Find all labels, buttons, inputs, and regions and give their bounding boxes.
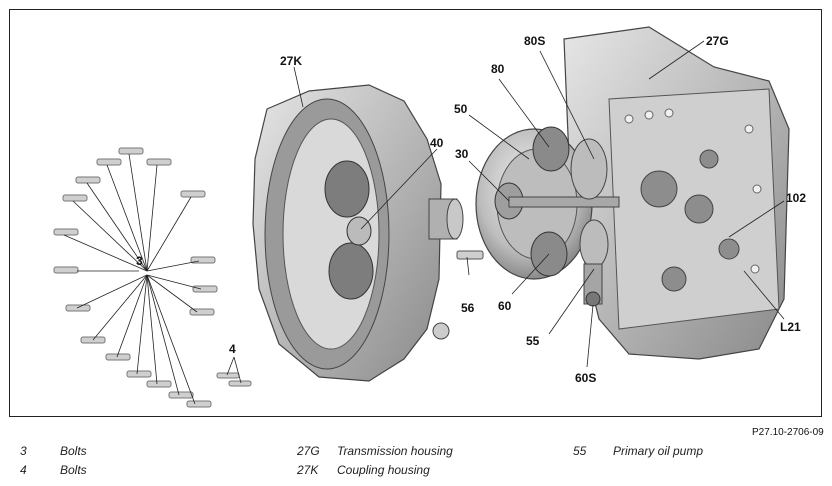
- callout-102: 102: [786, 191, 807, 205]
- callout-60: 60: [498, 299, 512, 313]
- legend-num-5: 55: [573, 444, 587, 458]
- callout-30: 30: [455, 147, 469, 161]
- bolts-3-group: [53, 147, 218, 408]
- legend-label-4: Coupling housing: [337, 463, 430, 477]
- coupling-housing-27K: [252, 84, 464, 382]
- legend-label-1: Bolts: [60, 444, 87, 458]
- callout-55: 55: [526, 334, 540, 348]
- part-56-pin: [456, 250, 484, 260]
- bolts-4-group: [216, 356, 252, 387]
- callout-L21: L21: [780, 320, 801, 334]
- callout-60S: 60S: [575, 371, 597, 385]
- callout-27G: 27G: [706, 34, 729, 48]
- callout-4: 4: [229, 342, 236, 356]
- callout-40: 40: [430, 136, 444, 150]
- figure-reference: P27.10-2706-09: [752, 427, 824, 438]
- callout-80S: 80S: [524, 34, 546, 48]
- exploded-view-illustration: [53, 26, 790, 408]
- callout-50: 50: [454, 102, 468, 116]
- callout-27K: 27K: [280, 54, 303, 68]
- gear-assembly: [475, 126, 620, 307]
- legend-num-4: 27K: [297, 463, 319, 477]
- legend-num-1: 3: [20, 444, 27, 458]
- callout-80: 80: [491, 62, 505, 76]
- callout-3: 3: [136, 254, 143, 268]
- legend-label-2: Bolts: [60, 463, 87, 477]
- legend-label-5: Primary oil pump: [613, 444, 704, 458]
- transmission-housing-27G: [563, 26, 790, 360]
- callout-56: 56: [461, 301, 475, 315]
- legend-num-3: 27G: [297, 444, 320, 458]
- legend-num-2: 4: [20, 463, 27, 477]
- legend-label-3: Transmission housing: [337, 444, 453, 458]
